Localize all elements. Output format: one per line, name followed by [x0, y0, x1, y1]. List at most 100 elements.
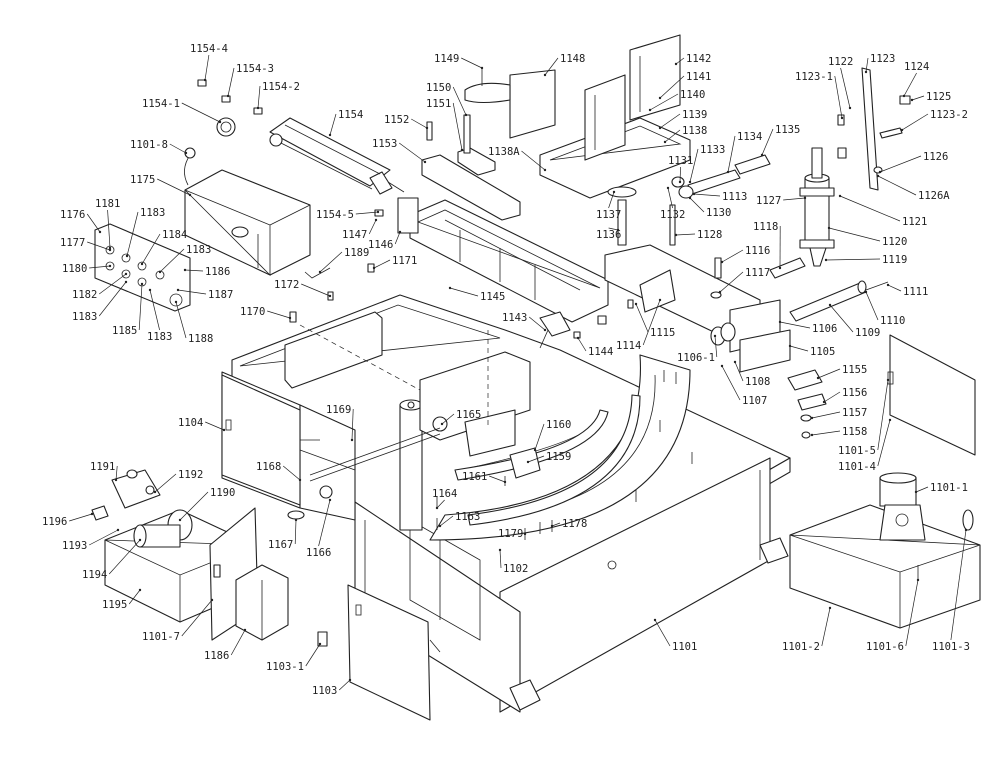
- part-label-1190: 1190: [210, 487, 235, 499]
- leader-line-1114: [642, 299, 661, 346]
- leader-arrowhead-1182: [124, 272, 128, 276]
- part-label-1154-5: 1154-5: [316, 209, 354, 221]
- part-label-1110: 1110: [880, 315, 905, 327]
- leader-line-1154-1: [181, 102, 221, 123]
- leader-arrowhead-1126A: [876, 174, 880, 178]
- leader-arrowhead-1153: [423, 160, 427, 164]
- part-label-1124: 1124: [904, 61, 929, 73]
- leader-line-1151: [452, 102, 463, 151]
- leader-arrowhead-1109: [828, 303, 832, 307]
- part-label-1180: 1180: [62, 263, 87, 275]
- part-label-1104: 1104: [178, 417, 203, 429]
- part-label-1156: 1156: [842, 387, 867, 399]
- leader-arrowhead-1186a: [183, 268, 187, 272]
- part-label-1106: 1106: [812, 323, 837, 335]
- leader-line-1158: [811, 430, 841, 436]
- leader-arrowhead-1150: [464, 113, 468, 117]
- part-label-1140: 1140: [680, 89, 705, 101]
- part-label-1149: 1149: [434, 53, 459, 65]
- part-label-1103-1: 1103-1: [266, 661, 304, 673]
- leader-arrowhead-1183a: [125, 254, 129, 258]
- part-label-1106-1: 1106-1: [677, 352, 715, 364]
- leader-arrowhead-1156: [822, 400, 826, 404]
- leader-arrowhead-1144: [576, 336, 580, 340]
- side-door-1104: [221, 374, 441, 520]
- leader-line-1104: [205, 421, 225, 431]
- part-label-1183d: 1183: [147, 331, 172, 343]
- part-label-1155: 1155: [842, 364, 867, 376]
- part-label-1103: 1103: [312, 685, 337, 697]
- leader-line-1138A: [521, 150, 546, 171]
- part-label-1123-2: 1123-2: [930, 109, 968, 121]
- part-label-1148: 1148: [560, 53, 585, 65]
- leader-line-1163: [439, 515, 454, 527]
- leader-line-1101: [654, 619, 671, 647]
- part-label-1101-4: 1101-4: [838, 461, 876, 473]
- leader-arrowhead-1185: [140, 282, 144, 286]
- leader-line-1166: [318, 499, 331, 547]
- leader-line-1106-1: [714, 335, 718, 358]
- leader-arrowhead-1101-6: [916, 578, 920, 582]
- leader-line-1171: [373, 259, 391, 269]
- leader-line-1152: [411, 118, 428, 129]
- leader-line-1156: [823, 391, 841, 403]
- leader-line-1184: [141, 233, 161, 265]
- leader-line-1113: [693, 193, 721, 197]
- part-label-1192: 1192: [178, 469, 203, 481]
- leader-arrowhead-1138A: [543, 168, 547, 172]
- leader-arrowhead-1169: [350, 438, 354, 442]
- part-label-1183a: 1183: [140, 207, 165, 219]
- part-label-1179: 1179: [498, 528, 523, 540]
- leader-line-1182: [98, 273, 127, 295]
- leader-arrowhead-1161: [503, 480, 507, 484]
- leader-arrowhead-1178: [550, 524, 554, 528]
- leader-line-1147: [368, 219, 377, 235]
- part-label-1170: 1170: [240, 306, 265, 318]
- part-label-1139: 1139: [682, 109, 707, 121]
- leader-line-1123-1: [834, 75, 843, 119]
- leader-arrowhead-1101-4: [888, 418, 892, 422]
- leader-arrowhead-1196: [90, 512, 94, 516]
- leader-arrowhead-1145: [448, 286, 452, 290]
- leader-arrowhead-1175: [188, 193, 192, 197]
- part-label-1152: 1152: [384, 114, 409, 126]
- leader-arrowhead-1120: [827, 226, 831, 230]
- leader-arrowhead-1187: [176, 288, 180, 292]
- leader-line-1154: [329, 113, 337, 136]
- part-label-1169: 1169: [326, 404, 351, 416]
- leader-arrowhead-1152: [425, 126, 429, 130]
- leader-arrowhead-1126: [878, 170, 882, 174]
- leader-arrowhead-1101-7: [210, 598, 214, 602]
- leader-arrowhead-1101-3: [964, 528, 968, 532]
- part-label-1143: 1143: [502, 312, 527, 324]
- part-label-1165: 1165: [456, 409, 481, 421]
- part-label-1154: 1154: [338, 109, 363, 121]
- leader-arrowhead-1189: [318, 270, 322, 274]
- leader-line-1160: [534, 423, 545, 451]
- part-label-1126: 1126: [923, 151, 948, 163]
- leader-line-1108: [734, 361, 744, 382]
- part-label-1154-1: 1154-1: [142, 98, 180, 110]
- part-label-1187: 1187: [208, 289, 233, 301]
- leader-arrowhead-1195: [138, 588, 142, 592]
- leader-arrowhead-1171: [372, 266, 376, 270]
- leader-line-1165: [441, 413, 455, 425]
- leader-arrowhead-1103: [348, 678, 352, 682]
- leader-line-1105: [789, 345, 809, 352]
- part-label-1147: 1147: [342, 229, 367, 241]
- leader-arrowhead-1188: [174, 300, 178, 304]
- leader-arrowhead-1116: [720, 260, 724, 264]
- leader-line-1117: [719, 271, 744, 293]
- leader-line-1159: [527, 455, 545, 463]
- leader-arrowhead-1101-5: [886, 378, 890, 382]
- leader-line-1126A: [877, 175, 917, 196]
- leader-arrowhead-1184: [140, 262, 144, 266]
- hydraulic-unit-left: [91, 469, 328, 647]
- leader-line-1154-2: [257, 85, 261, 109]
- part-label-1182: 1182: [72, 289, 97, 301]
- leader-arrowhead-1133: [688, 180, 692, 184]
- leader-arrowhead-1142: [674, 62, 678, 66]
- leader-line-1123-2: [901, 113, 929, 131]
- leader-line-1143: [528, 316, 546, 331]
